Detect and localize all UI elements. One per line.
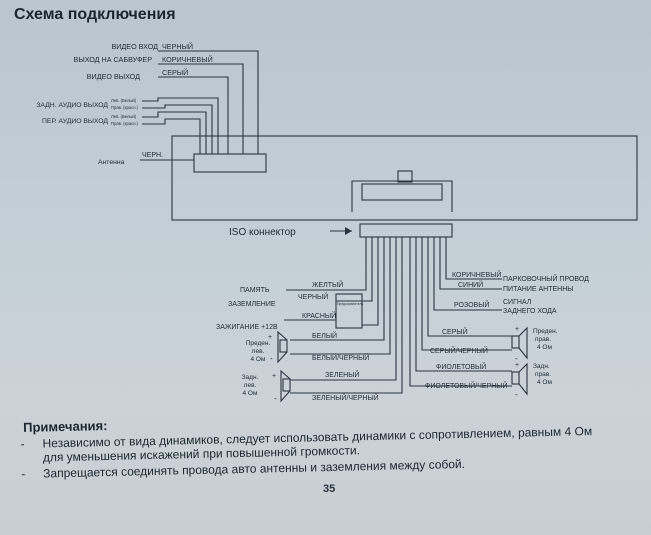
fr-plus: + xyxy=(515,326,519,333)
label-rear-audio: ЗАДН. АУДИО ВЫХОД xyxy=(36,102,108,109)
wire-rl-neg-label: ЗЕЛЕНЫЙ/ЧЕРНЫЙ xyxy=(312,393,379,402)
rl-label-3: 4 Ом xyxy=(243,390,258,397)
speaker-front-right xyxy=(511,326,528,360)
label-fuse: Предохранитель xyxy=(337,302,363,306)
rr-label-3: 4 Ом xyxy=(537,379,552,386)
fl-label-3: 4 Ом xyxy=(251,356,266,363)
color-reverse: РОЗОВЫЙ xyxy=(454,300,489,309)
wire-sub-out xyxy=(158,63,244,154)
speaker-rear-right xyxy=(511,362,528,396)
label-ignition: ЗАЖИГАНИЕ +12В xyxy=(216,324,278,331)
iso-arrow-head xyxy=(345,227,352,235)
wire-fl-pos xyxy=(290,237,385,341)
fr-label-3: 4 Ом xyxy=(537,344,552,351)
rr-label-2: прав. xyxy=(535,371,551,378)
wire-ignition-a xyxy=(362,237,379,326)
wire-antenna-power xyxy=(439,237,456,290)
color-video-out: СЕРЫЙ xyxy=(162,68,188,77)
sub-front-audio-r: Прав. (красн.) xyxy=(111,121,139,126)
iso-socket xyxy=(351,180,453,212)
rl-plus: + xyxy=(272,373,276,380)
fuse-box xyxy=(335,293,363,329)
label-reverse-1: СИГНАЛ xyxy=(503,299,532,306)
wire-parking xyxy=(445,237,456,280)
rr-label-1: Задн. xyxy=(533,363,550,370)
color-sub-out: КОРИЧНЕВЫЙ xyxy=(162,55,213,64)
color-antenna: ЧЕРН. xyxy=(142,152,163,159)
sub-rear-audio-l: Лев. (Белый) xyxy=(111,98,137,103)
label-parking: ПАРКОВОЧНЫЙ ПРОВОД xyxy=(503,274,589,283)
wire-rr-neg xyxy=(409,237,512,387)
color-ignition: КРАСНЫЙ xyxy=(302,311,336,320)
wire-fr-neg-label: СЕРЫЙ/ЧЕРНЫЙ xyxy=(430,346,488,355)
color-video-in: ЧЕРНЫЙ xyxy=(162,42,193,51)
fl-minus: - xyxy=(270,354,273,363)
iso-plug xyxy=(359,223,453,238)
label-video-in: ВИДЕО ВХОД xyxy=(111,42,158,51)
label-memory: ПАМЯТЬ xyxy=(240,287,270,294)
label-front-audio: ПЕР. АУДИО ВЫХОД xyxy=(42,118,108,125)
wire-front-audio-r xyxy=(142,118,201,154)
rr-plus: + xyxy=(515,362,519,369)
wire-rr-pos-label: ФИОЛЕТОВЫЙ xyxy=(436,362,486,371)
label-antenna-power: ПИТАНИЕ АНТЕННЫ xyxy=(503,286,573,293)
label-antenna: Антенна xyxy=(98,159,125,166)
sub-front-audio-l: Лев. (Белый) xyxy=(111,114,137,119)
note-bullet: - xyxy=(20,436,25,451)
wire-video-in xyxy=(158,50,259,154)
note-bullet: - xyxy=(21,466,26,481)
label-sub-out: ВЫХОД НА САБВУФЕР xyxy=(74,55,153,64)
fr-label-2: прав. xyxy=(535,336,551,343)
wire-video-out xyxy=(158,76,229,154)
fl-label-2: лев. xyxy=(252,348,265,355)
label-ground: ЗАЗЕМЛЕНИЕ xyxy=(228,301,276,308)
wire-fr-pos xyxy=(427,237,512,337)
iso-socket-pins xyxy=(361,183,443,201)
page-title: Схема подключения xyxy=(14,6,176,23)
wire-rl-neg xyxy=(290,237,403,394)
color-ground: ЧЕРНЫЙ xyxy=(298,292,328,301)
wire-fl-pos-label: БЕЛЫЙ xyxy=(312,331,337,340)
rl-label-1: Задн. xyxy=(242,374,259,381)
color-antenna-power: СИНИЙ xyxy=(458,280,483,289)
wire-rear-audio-r xyxy=(142,104,213,154)
wire-fr-pos-label: СЕРЫЙ xyxy=(442,327,468,336)
speaker-rear-left xyxy=(280,369,291,403)
wire-fl-neg xyxy=(290,237,391,355)
label-reverse-2: ЗАДНЕГО ХОДА xyxy=(503,308,557,315)
fl-plus: + xyxy=(268,334,272,341)
rca-block xyxy=(193,153,267,173)
rr-minus: - xyxy=(515,390,518,399)
wire-fr-neg xyxy=(421,237,512,351)
wire-front-audio-l xyxy=(142,111,207,154)
wire-rr-pos xyxy=(415,237,512,372)
fr-label-1: Преден. xyxy=(533,328,558,335)
wire-rr-neg-label: ФИОЛЕТОВЫЙ/ЧЕРНЫЙ xyxy=(425,381,508,390)
page-number: 35 xyxy=(323,483,336,495)
speaker-front-left xyxy=(277,330,288,364)
fr-minus: - xyxy=(515,354,518,363)
color-parking: КОРИЧНЕВЫЙ xyxy=(452,270,501,279)
iso-socket-key xyxy=(397,170,413,183)
label-iso: ISO коннектор xyxy=(229,227,296,238)
wire-reverse xyxy=(433,237,502,311)
wire-rl-pos xyxy=(290,237,397,381)
wire-ground xyxy=(336,237,373,302)
rl-label-2: лев. xyxy=(244,382,257,389)
head-unit-body xyxy=(171,135,638,221)
fl-label-1: Преден. xyxy=(246,340,271,347)
wire-rl-pos-label: ЗЕЛЕНЫЙ xyxy=(325,370,359,379)
wire-rear-audio-l xyxy=(142,97,219,154)
sub-rear-audio-r: Прав. (красн.) xyxy=(111,105,139,110)
wire-fl-neg-label: БЕЛЫЙ/ЧЕРНЫЙ xyxy=(312,353,369,362)
color-memory: ЖЕЛТЫЙ xyxy=(312,280,343,289)
rl-minus: - xyxy=(274,394,277,403)
wire-memory xyxy=(286,237,367,291)
label-video-out: ВИДЕО ВЫХОД xyxy=(87,72,140,81)
